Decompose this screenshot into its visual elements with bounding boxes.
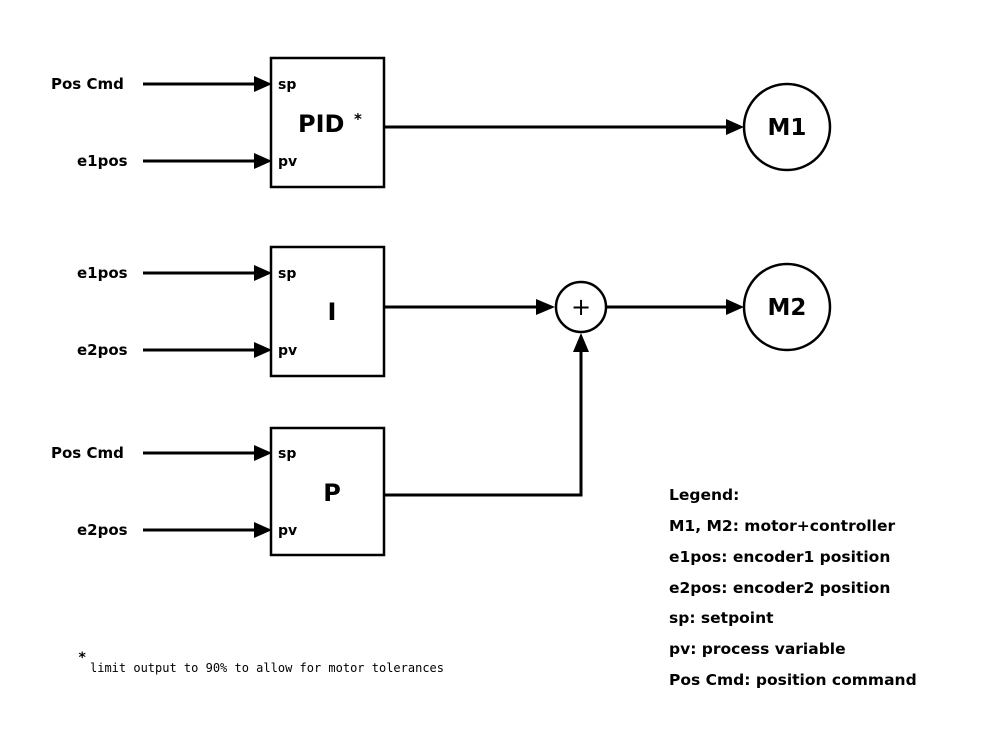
motor-m1-label: M1 xyxy=(768,115,807,141)
m2-arrowhead xyxy=(726,299,744,315)
i-sp-arrowhead xyxy=(254,265,272,281)
i-sp-port-label: sp xyxy=(278,266,296,282)
i-pv-input-label: e2pos xyxy=(77,341,128,359)
sum-bottom-arrowhead xyxy=(573,333,589,352)
motor-m1 xyxy=(742,82,832,172)
pid-block-label: PID xyxy=(298,110,344,138)
p-pv-port-label: pv xyxy=(278,523,297,539)
pid-sp-arrowhead xyxy=(254,76,272,92)
legend-item: pv: process variable xyxy=(669,640,846,658)
i-pv-port-label: pv xyxy=(278,343,297,359)
legend: Legend: M1, M2: motor+controller e1pos: … xyxy=(669,486,917,689)
p-block xyxy=(269,426,386,557)
i-pv-arrowhead xyxy=(254,342,272,358)
legend-item: e2pos: encoder2 position xyxy=(669,579,890,597)
m1-arrowhead xyxy=(726,119,744,135)
p-section: Pos Cmd e2pos sp pv P xyxy=(51,333,589,557)
pid-asterisk: * xyxy=(354,110,362,128)
pid-pv-arrowhead xyxy=(254,153,272,169)
p-block-label: P xyxy=(323,479,341,507)
motor-m2 xyxy=(742,262,832,352)
legend-item: sp: setpoint xyxy=(669,609,774,627)
pid-pv-port-label: pv xyxy=(278,154,297,170)
legend-title: Legend: xyxy=(669,486,739,504)
legend-item: M1, M2: motor+controller xyxy=(669,517,895,535)
footnote-text: limit output to 90% to allow for motor t… xyxy=(90,661,444,675)
pid-section: Pos Cmd e1pos sp pv PID * M1 xyxy=(51,56,832,189)
motor-m2-label: M2 xyxy=(768,295,807,321)
i-block xyxy=(269,245,386,378)
i-sp-input-label: e1pos xyxy=(77,264,128,282)
p-pv-input-label: e2pos xyxy=(77,521,128,539)
legend-item: e1pos: encoder1 position xyxy=(669,548,890,566)
i-block-label: I xyxy=(328,298,337,326)
legend-item: Pos Cmd: position command xyxy=(669,671,917,689)
pid-pv-input-label: e1pos xyxy=(77,152,128,170)
i-section: e1pos e2pos sp pv I + M2 xyxy=(77,245,832,378)
footnote-marker: * xyxy=(78,650,86,666)
p-sp-port-label: sp xyxy=(278,446,296,462)
sum-input-arrowhead xyxy=(536,299,555,315)
pid-sp-input-label: Pos Cmd xyxy=(51,75,124,93)
pid-sp-port-label: sp xyxy=(278,77,296,93)
summing-junction-symbol: + xyxy=(571,293,591,321)
pid-block xyxy=(269,56,386,189)
footnote: * limit output to 90% to allow for motor… xyxy=(78,650,444,675)
p-sp-arrowhead xyxy=(254,445,272,461)
p-to-sum-wire xyxy=(384,350,583,497)
p-sp-input-label: Pos Cmd xyxy=(51,444,124,462)
p-pv-arrowhead xyxy=(254,522,272,538)
